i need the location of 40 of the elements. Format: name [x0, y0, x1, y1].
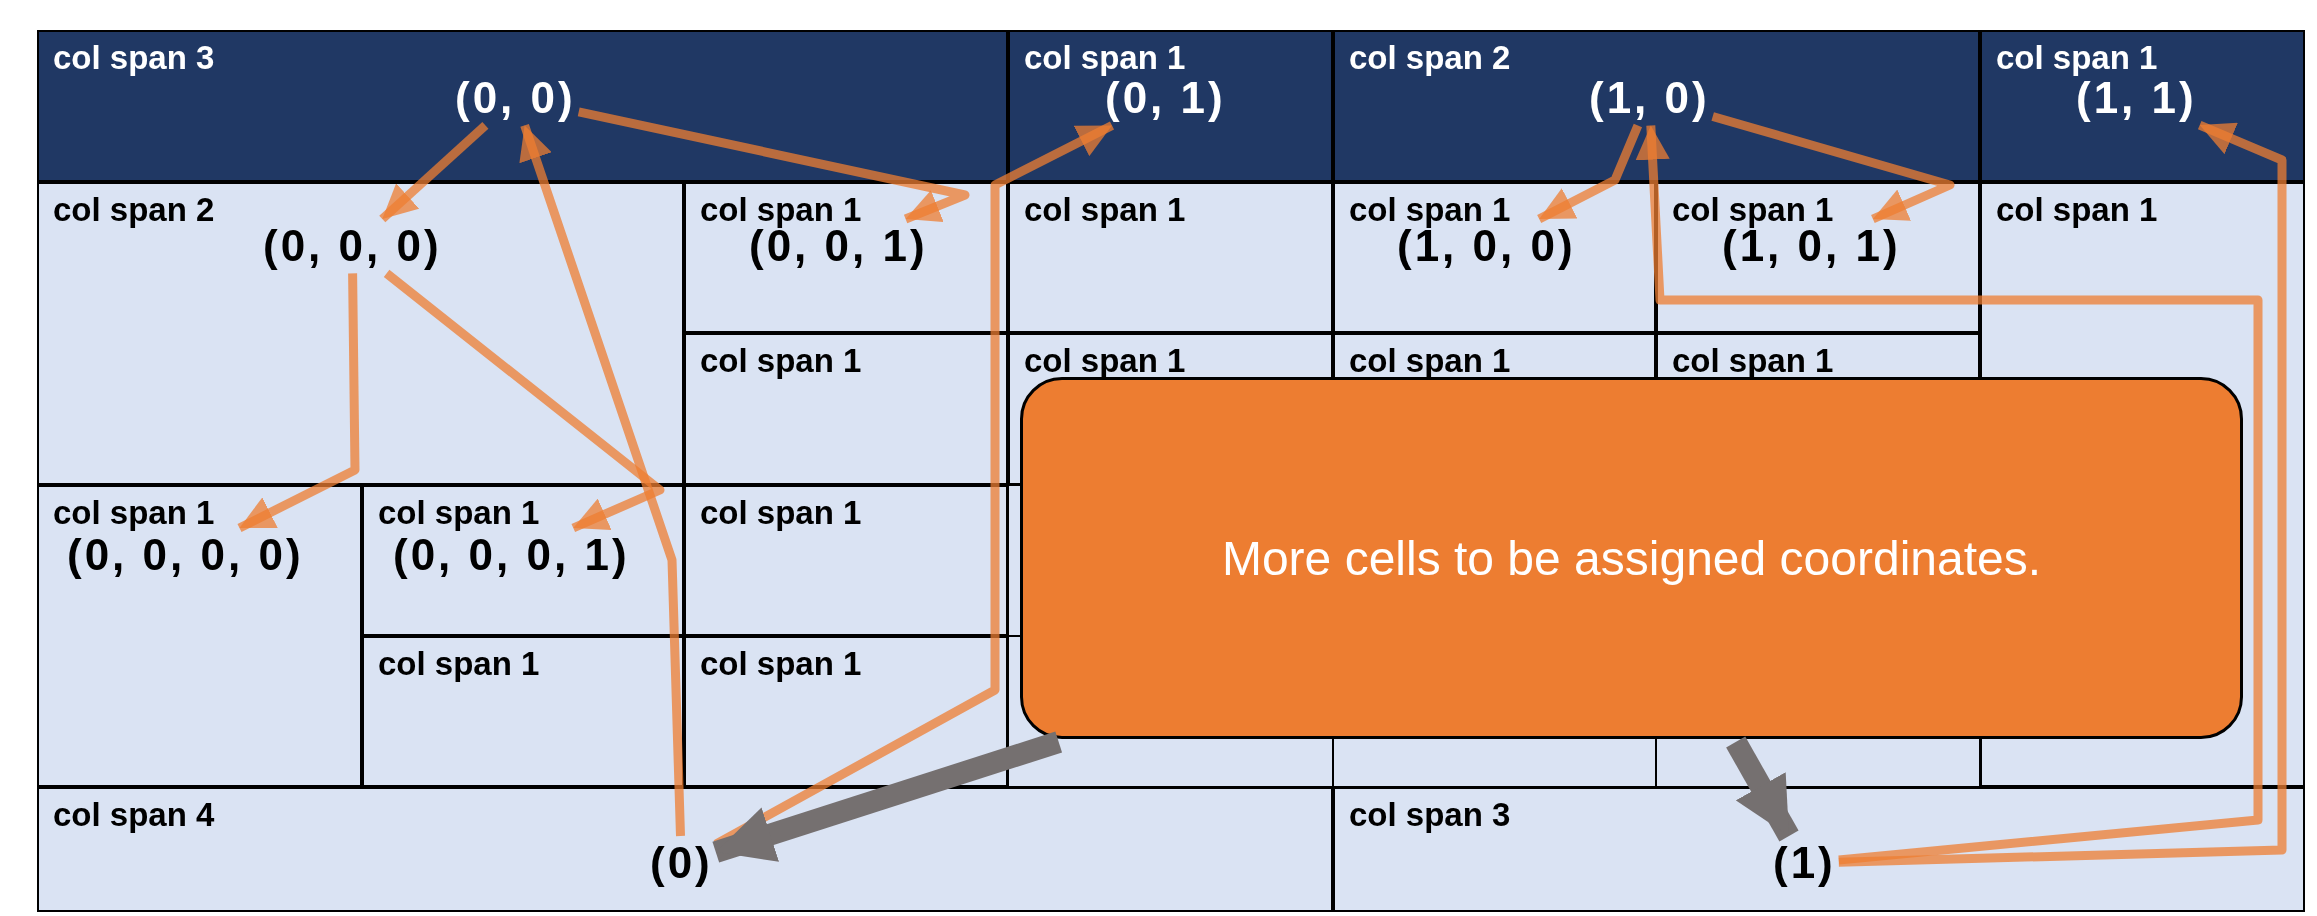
- span-label: col span 1: [378, 495, 540, 532]
- span-label: col span 1: [1349, 192, 1511, 229]
- span-label: col span 1: [1672, 343, 1834, 380]
- span-label: col span 3: [53, 40, 215, 77]
- arrow: [1726, 736, 1799, 842]
- span-label: col span 4: [53, 797, 215, 834]
- coordinate-label: (0): [650, 839, 713, 888]
- span-label: col span 1: [1996, 192, 2158, 229]
- span-label: col span 1: [700, 495, 862, 532]
- coordinate-label: (0, 0): [455, 74, 576, 123]
- span-label: col span 1: [53, 495, 215, 532]
- span-label: col span 1: [1024, 40, 1186, 77]
- coordinate-label: (0, 1): [1105, 74, 1226, 123]
- span-label: col span 2: [1349, 40, 1511, 77]
- coordinate-label: (0, 0, 0, 0): [67, 531, 304, 580]
- arrow: [383, 269, 665, 533]
- span-label: col span 2: [53, 192, 215, 229]
- coordinate-label: (0, 0, 0, 1): [393, 531, 630, 580]
- span-label: col span 1: [700, 343, 862, 380]
- span-label: col span 1: [700, 646, 862, 683]
- arrow: [519, 123, 685, 837]
- span-label: col span 1: [378, 646, 540, 683]
- arrow: [1537, 123, 1643, 223]
- coordinate-label: (0, 0, 0): [263, 222, 442, 271]
- arrow: [1838, 120, 2287, 867]
- arrow: [712, 731, 1063, 863]
- arrow: [1711, 112, 1955, 224]
- span-label: col span 1: [1024, 343, 1186, 380]
- coordinate-label: (1): [1773, 839, 1836, 888]
- span-label: col span 1: [700, 192, 862, 229]
- arrow: [379, 122, 489, 223]
- span-label: col span 1: [1672, 192, 1834, 229]
- arrow: [577, 107, 970, 224]
- span-label: col span 1: [1349, 343, 1511, 380]
- callout-tooltip: More cells to be assigned coordinates.: [1020, 377, 2243, 739]
- span-label: col span 3: [1349, 797, 1511, 834]
- span-label: col span 1: [1996, 40, 2158, 77]
- span-label: col span 1: [1024, 192, 1186, 229]
- coordinate-label: (1, 0): [1589, 74, 1710, 123]
- arrow: [237, 273, 360, 533]
